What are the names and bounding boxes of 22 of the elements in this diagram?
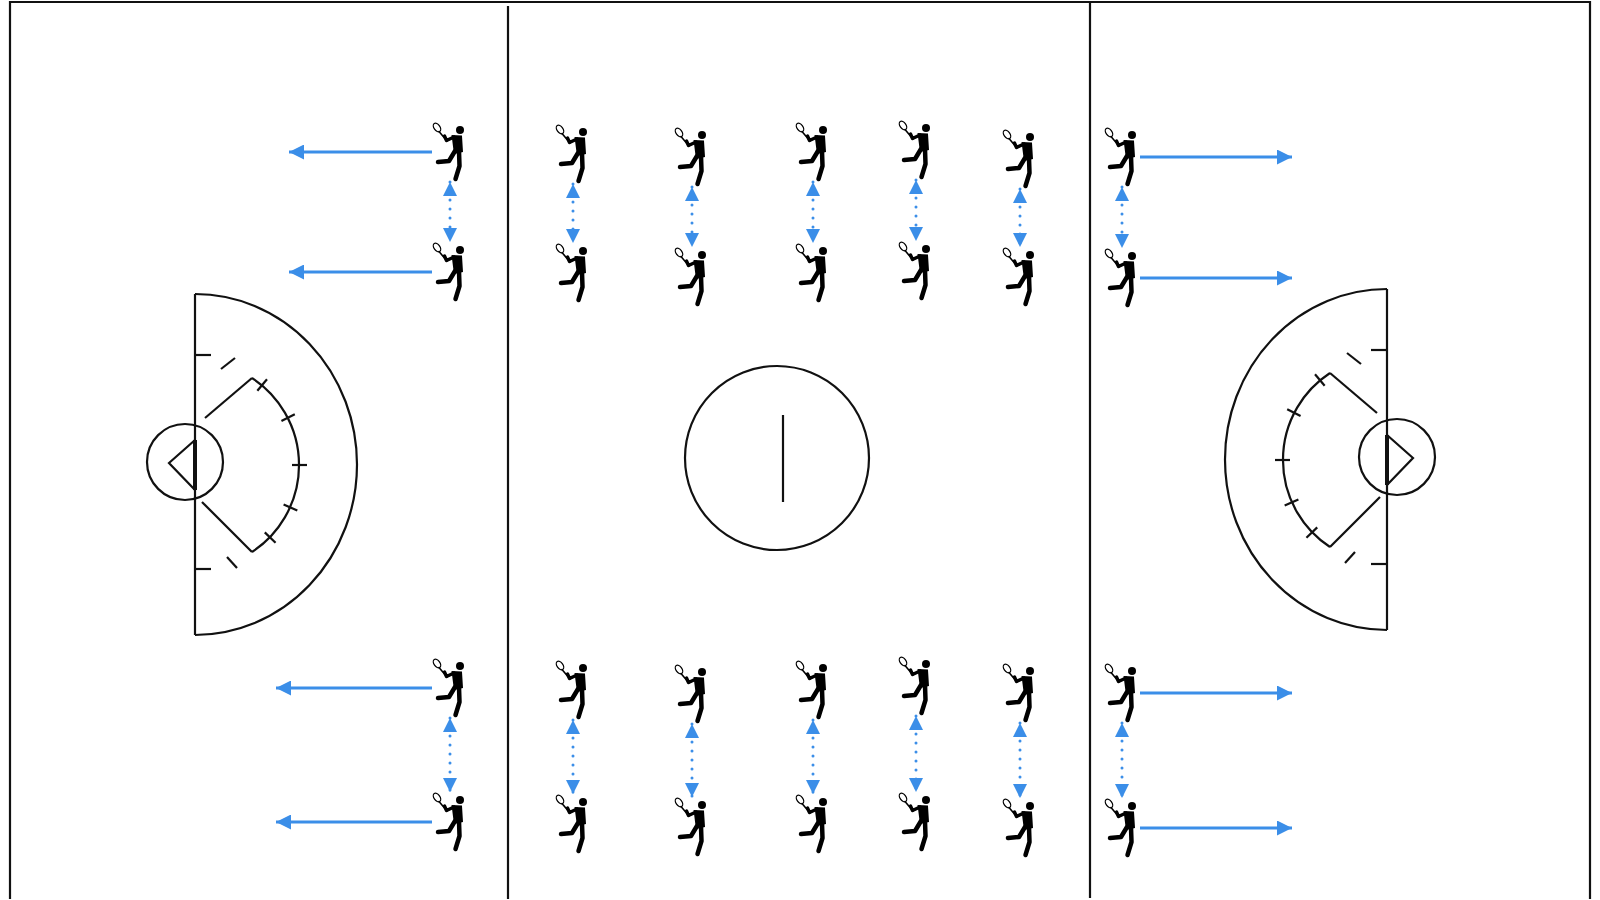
arrow	[289, 264, 432, 280]
double-arrow	[1115, 185, 1129, 250]
arrow	[1140, 149, 1292, 165]
double-arrow	[909, 178, 923, 243]
double-arrow	[806, 180, 820, 245]
arrow	[276, 680, 432, 696]
double-arrow	[685, 722, 699, 799]
double-arrow	[443, 716, 457, 794]
double-arrow	[566, 182, 580, 245]
double-arrow	[685, 185, 699, 249]
double-arrow	[1115, 721, 1129, 800]
double-arrow	[566, 718, 580, 796]
double-arrow	[909, 714, 923, 794]
double-arrow	[443, 180, 457, 244]
double-arrow	[806, 718, 820, 796]
double-arrow	[1013, 721, 1027, 800]
arrow	[1140, 270, 1292, 286]
double-arrow	[1013, 187, 1027, 249]
arrow	[289, 144, 432, 160]
arrow	[276, 814, 432, 830]
arrow	[1140, 820, 1292, 836]
arrow	[1140, 685, 1292, 701]
